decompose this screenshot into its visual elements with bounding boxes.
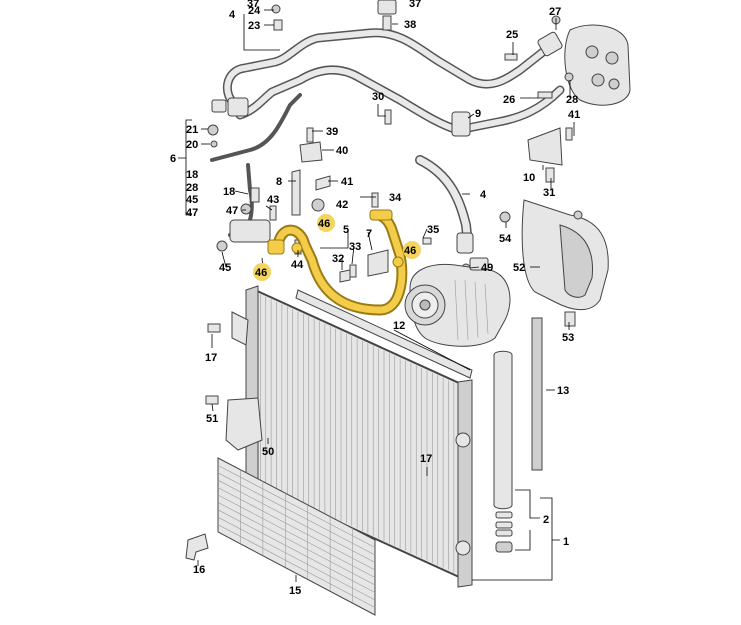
callout-39: 39 — [326, 126, 338, 138]
callout-45: 45 — [219, 262, 231, 274]
grille-slat — [217, 487, 376, 571]
callout-8: 8 — [276, 176, 282, 188]
callout-25: 25 — [506, 29, 518, 41]
callout-47: 47 — [226, 205, 238, 217]
grille-slat — [217, 472, 376, 556]
callout-38: 38 — [404, 19, 416, 31]
front-grille — [217, 457, 376, 616]
callout-53: 53 — [562, 332, 574, 344]
callout-50: 50 — [262, 446, 274, 458]
callout-41-top: 41 — [568, 109, 580, 121]
callout-10: 10 — [523, 172, 535, 184]
grille-slat — [217, 465, 376, 548]
grille-slat — [217, 494, 376, 578]
receiver-drier — [493, 350, 513, 553]
callout-18: 18 — [223, 186, 235, 198]
callout-16: 16 — [193, 564, 205, 576]
callout-4-top: 4 — [229, 9, 236, 21]
grille-slat — [217, 479, 376, 563]
grille-slat — [217, 509, 376, 593]
condenser-fins — [260, 294, 465, 578]
callout-46-right: 46 — [404, 245, 416, 257]
highlight-dot — [403, 241, 421, 259]
callout-37-right: 37 — [409, 0, 421, 10]
ac-compressor — [404, 257, 511, 347]
callout-21: 21 — [186, 124, 198, 136]
callout-7: 7 — [366, 228, 372, 240]
callout-labels: 37 37 24 4 23 38 27 25 26 28 30 9 41 39 … — [170, 0, 580, 597]
callout-2: 2 — [543, 514, 549, 526]
pipe-bracket — [451, 111, 471, 137]
callout-4-right: 4 — [480, 189, 487, 201]
grille-lines — [217, 465, 376, 608]
callout-20: 20 — [186, 139, 198, 151]
grille-slat — [217, 502, 376, 586]
expansion-valve-block — [537, 24, 631, 106]
callout-37: 37 — [247, 0, 259, 10]
callout-26: 26 — [503, 94, 515, 106]
callout-12: 12 — [393, 320, 405, 332]
seal-strip — [531, 317, 543, 471]
callout-5: 5 — [343, 224, 349, 236]
callout-43: 43 — [267, 194, 279, 206]
pipe-connector — [456, 232, 474, 254]
callout-27: 27 — [549, 6, 561, 18]
callout-54: 54 — [499, 233, 512, 245]
callout-41-mid: 41 — [341, 176, 353, 188]
callout-17-left: 17 — [205, 352, 217, 364]
compressor-heat-shield — [499, 199, 609, 311]
callout-28-group: 28 — [186, 182, 198, 194]
callout-40: 40 — [336, 145, 348, 157]
callout-9: 9 — [475, 108, 481, 120]
callout-17-right: 17 — [420, 453, 432, 465]
condenser — [225, 285, 473, 588]
callout-30: 30 — [372, 91, 384, 103]
callout-51: 51 — [206, 413, 218, 425]
callout-32: 32 — [332, 253, 344, 265]
grille-slat — [217, 524, 376, 608]
grille-slat — [217, 516, 376, 601]
callout-46-left: 46 — [255, 267, 267, 279]
callout-1: 1 — [563, 536, 569, 548]
callout-33: 33 — [349, 241, 361, 253]
callout-6: 6 — [170, 153, 176, 165]
highlighted-refrigerant-line — [267, 209, 408, 316]
callout-13: 13 — [557, 385, 569, 397]
callout-24: 24 — [248, 5, 261, 17]
callout-18-group: 18 — [186, 169, 198, 181]
callout-49: 49 — [481, 262, 493, 274]
leader-lines — [178, 9, 575, 582]
callout-47-group: 47 — [186, 207, 198, 219]
callout-42: 42 — [336, 199, 348, 211]
callout-28: 28 — [566, 94, 578, 106]
highlight-dot — [317, 214, 335, 232]
callout-15: 15 — [289, 585, 301, 597]
callout-23: 23 — [248, 20, 260, 32]
callout-35: 35 — [427, 224, 439, 236]
callout-31: 31 — [543, 187, 555, 199]
callout-46-top: 46 — [318, 218, 330, 230]
highlight-dot — [253, 263, 271, 281]
callout-52: 52 — [513, 262, 525, 274]
callout-45-group: 45 — [186, 194, 198, 206]
callout-44: 44 — [291, 259, 304, 271]
callout-34: 34 — [389, 192, 402, 204]
clip-hook — [185, 533, 209, 561]
